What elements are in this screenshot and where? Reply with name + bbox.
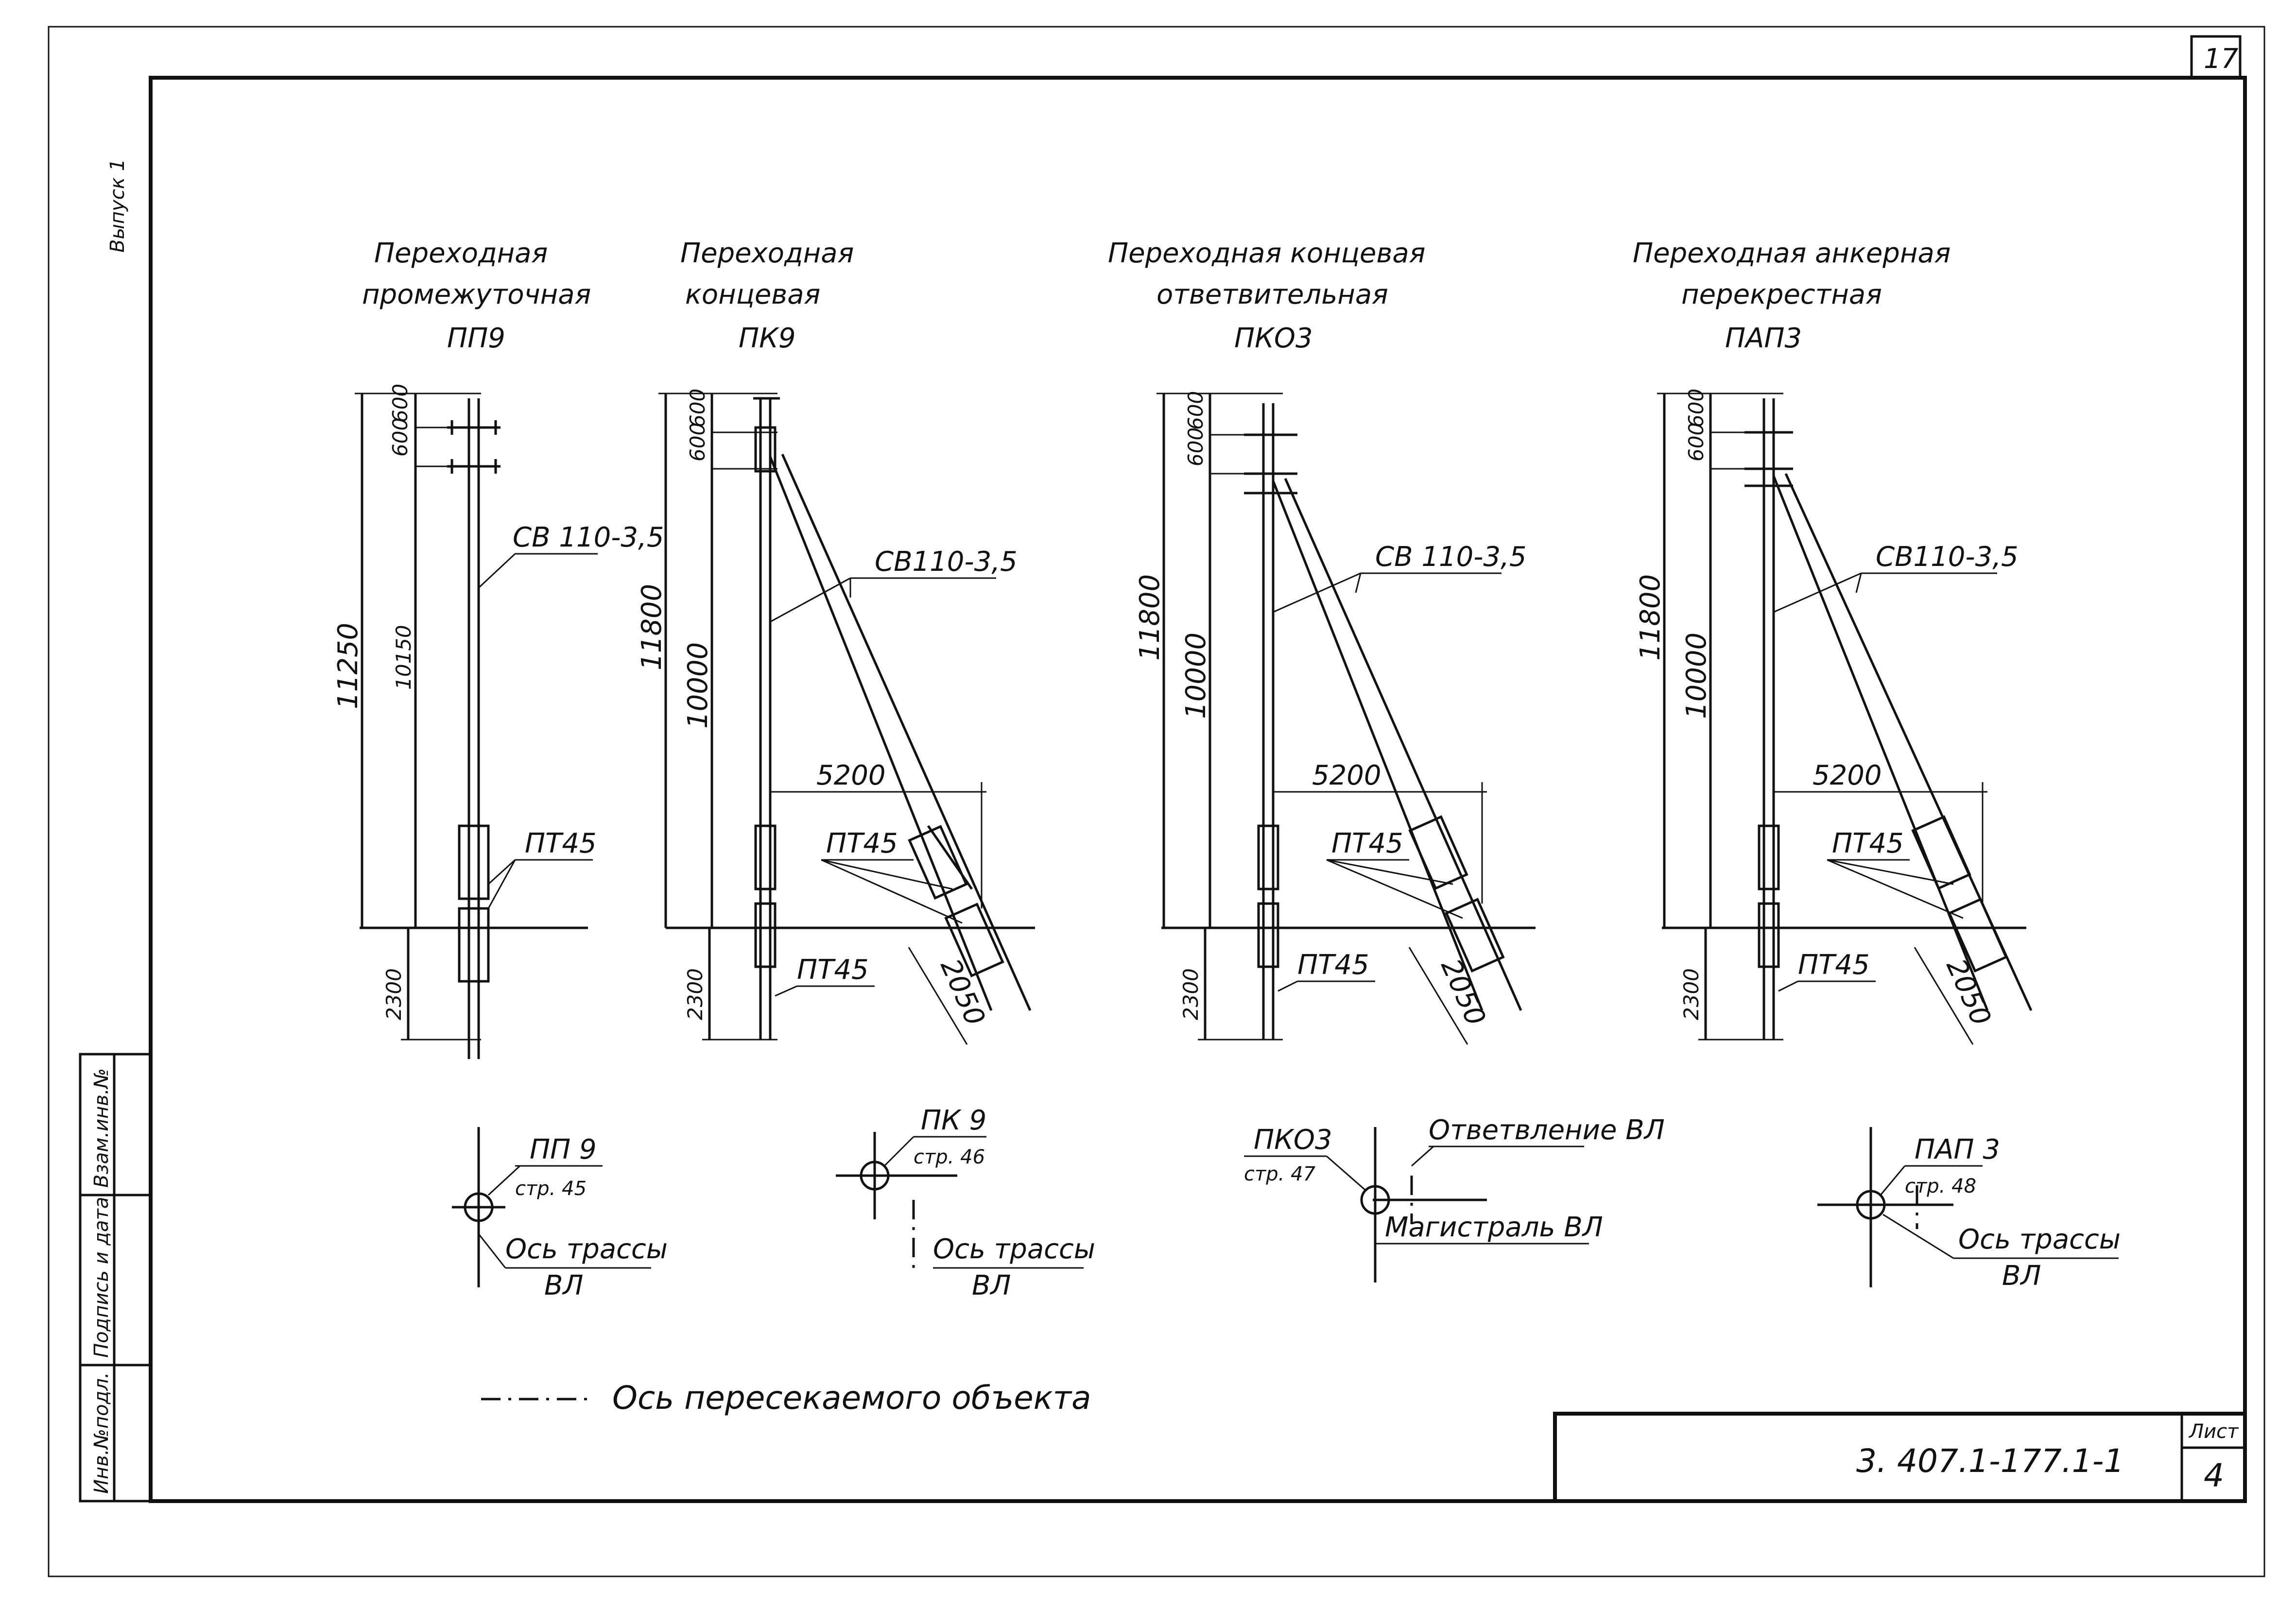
legend: Ось пересекаемого объекта — [481, 1379, 1091, 1417]
support-title-line1: Переходная — [374, 238, 548, 269]
support-pp9: Переходная промежуточная ПП9 600 600 112… — [332, 238, 668, 1301]
plan-page: стр. 45 — [515, 1178, 587, 1200]
plan-page: стр. 46 — [914, 1146, 985, 1168]
support-code: ПАП3 — [1725, 323, 1802, 354]
dim-pole: 10000 — [1681, 633, 1712, 719]
dim-pole: 10000 — [682, 642, 714, 729]
dim-top2: 600 — [1184, 391, 1208, 430]
plan-code: ПК 9 — [921, 1105, 986, 1136]
dim-top2: 600 — [686, 389, 709, 427]
plan-code: ПКО3 — [1254, 1124, 1332, 1156]
sheet-frame: 17 Выпуск 1 — [48, 26, 2265, 1577]
plan-axis-1: Ось трассы — [933, 1233, 1095, 1265]
support-title-line2: ответвительная — [1157, 279, 1388, 310]
page-number: 17 — [2204, 43, 2239, 75]
support-code: ПКО3 — [1234, 323, 1313, 354]
dim-total: 11800 — [1635, 574, 1666, 661]
clamp-label: ПТ45 — [525, 828, 597, 859]
volume-label: Выпуск 1 — [106, 159, 129, 253]
plan-code: ПП 9 — [530, 1134, 597, 1165]
stamp-column: Инв.№подл. Подпись и дата Взам.инв.№ — [79, 1053, 152, 1503]
plan-branch: Ответвление ВЛ — [1429, 1114, 1665, 1146]
plan-axis-1: Ось трассы — [505, 1233, 668, 1265]
plan-axis-1: Ось трассы — [1958, 1224, 2121, 1255]
dim-top: 600 — [388, 418, 412, 457]
dim-pole: 10000 — [1180, 633, 1212, 719]
dim-total: 11250 — [332, 623, 364, 709]
stamp-inv: Инв.№подл. — [90, 1372, 113, 1494]
dim-ground: 2300 — [1179, 968, 1203, 1020]
doc-code: 3. 407.1-177.1-1 — [1856, 1442, 2124, 1480]
support-title-line2: концевая — [685, 279, 820, 310]
plan-main: Магистраль ВЛ — [1385, 1212, 1603, 1243]
clamp-ground-label: ПТ45 — [1297, 949, 1369, 981]
title-block: 3. 407.1-177.1-1 Лист 4 — [1553, 1412, 2247, 1503]
sheet-number: 4 — [2204, 1457, 2224, 1494]
dim-span: 5200 — [1813, 760, 1882, 791]
plan-axis-2: ВЛ — [2002, 1260, 2041, 1292]
dim-brace: 2050 — [934, 954, 991, 1030]
dim-total: 11800 — [1134, 574, 1166, 661]
support-title-line2: промежуточная — [362, 279, 591, 310]
rack-label: СВ 110-3,5 — [513, 522, 664, 553]
plan-axis-2: ВЛ — [972, 1270, 1011, 1301]
dim-pole: 10150 — [392, 625, 415, 690]
clamp-label: ПТ45 — [826, 828, 898, 859]
clamp-ground-label: ПТ45 — [1798, 949, 1870, 981]
support-title-line2: перекрестная — [1681, 279, 1882, 310]
stamp-sign: Подпись и дата — [90, 1197, 113, 1358]
rack-label: СВ 110-3,5 — [1375, 541, 1526, 573]
support-pk9: Переходная концевая ПК9 600 600 11800 10… — [636, 238, 1095, 1301]
clamp-label: ПТ45 — [1832, 828, 1904, 859]
stamp-repl: Взам.инв.№ — [90, 1068, 113, 1188]
legend-text: Ось пересекаемого объекта — [612, 1379, 1091, 1417]
dim-ground: 2300 — [683, 968, 707, 1020]
plan-page: стр. 47 — [1244, 1163, 1316, 1185]
dim-span: 5200 — [1312, 760, 1381, 791]
dim-top2: 600 — [1684, 389, 1708, 427]
dim-span: 5200 — [816, 760, 886, 791]
dim-top: 600 — [1184, 427, 1208, 466]
plan-axis-2: ВЛ — [544, 1270, 584, 1301]
rack-label: СВ110-3,5 — [875, 546, 1018, 578]
plan-page: стр. 48 — [1905, 1175, 1976, 1197]
rack-label: СВ110-3,5 — [1876, 541, 2019, 573]
dim-top: 600 — [1684, 423, 1708, 462]
dim-top2: 600 — [388, 384, 412, 423]
dim-ground: 2300 — [1679, 968, 1703, 1020]
support-code: ПК9 — [739, 323, 796, 354]
support-pko3: Переходная концевая ответвительная ПКО3 … — [1108, 238, 1665, 1282]
dim-total: 11800 — [636, 584, 668, 670]
plan-code: ПАП 3 — [1915, 1134, 2000, 1165]
clamp-ground-label: ПТ45 — [797, 954, 869, 986]
clamp-label: ПТ45 — [1331, 828, 1403, 859]
dim-top: 600 — [686, 423, 709, 462]
dim-ground: 2300 — [382, 968, 406, 1020]
support-code: ПП9 — [447, 323, 505, 354]
support-title-line1: Переходная анкерная — [1633, 238, 1951, 269]
support-pap3: Переходная анкерная перекрестная ПАП3 60… — [1633, 238, 2121, 1292]
support-title-line1: Переходная — [680, 238, 854, 269]
sheet-label: Лист — [2188, 1420, 2239, 1443]
support-title-line1: Переходная концевая — [1108, 238, 1425, 269]
